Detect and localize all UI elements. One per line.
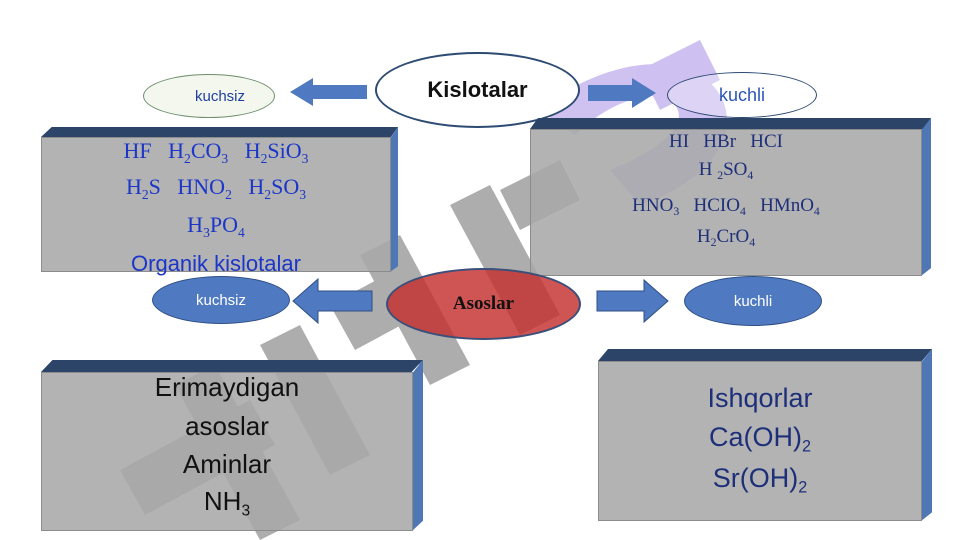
bases-weak-label: kuchsiz (195, 291, 247, 309)
strong-bases-line-2: Ca(OH)2 (708, 422, 811, 456)
arrow-right-mid-icon (596, 278, 669, 324)
strong-acids-line-1: HI HBr HCI (669, 131, 783, 152)
strong-bases-line-1: Ishqorlar (707, 383, 813, 413)
weak-bases-line-4: NH3 (203, 486, 251, 520)
asoslar-node: Asoslar (386, 268, 581, 340)
weak-acids-box (41, 127, 398, 272)
weak-acids-organic: Organik kislotalar (131, 251, 301, 276)
strong-bases-line-3: Sr(OH)2 (712, 463, 808, 497)
arrow-left-mid-icon (292, 277, 373, 325)
strong-acids-box-top (530, 118, 931, 129)
kislotalar-node: Kislotalar (375, 52, 580, 128)
strong-bases-box-top (598, 349, 932, 361)
bases-strong-label: kuchli (733, 292, 773, 310)
strong-bases-box (598, 349, 932, 521)
weak-acids-box-top (41, 127, 398, 137)
acids-weak-node: kuchsiz (143, 74, 275, 118)
weak-acids-line-2: H2S HNO2 H2SO3 (125, 174, 307, 202)
strong-bases-box-side (921, 349, 932, 521)
strong-acids-box (530, 118, 931, 276)
strong-acids-line-2: H 2SO4 (698, 159, 754, 183)
strong-acids-line-3: HNO3 HCIO4 HMnO4 (632, 195, 820, 219)
acids-strong-label: kuchli (718, 84, 766, 105)
weak-acids-box-front (41, 137, 391, 272)
kislotalar-label: Kislotalar (427, 77, 528, 102)
weak-acids-box-side (390, 127, 398, 272)
bases-weak-node: kuchsiz (152, 276, 290, 324)
weak-bases-line-2: asoslar (185, 411, 269, 441)
strong-bases-box-front (598, 361, 922, 521)
arrow-right-top-icon (588, 78, 656, 108)
asoslar-label: Asoslar (452, 293, 515, 314)
arrow-left-top-icon (290, 78, 367, 106)
weak-bases-box-side (412, 360, 423, 531)
acids-strong-node: kuchli (667, 72, 817, 118)
weak-bases-box (41, 360, 423, 531)
strong-acids-line-4: H2CrO4 (696, 226, 756, 250)
weak-acids-line-1: HF H2CO3 H2SiO3 (123, 138, 309, 166)
weak-acids-line-3: H3PO4 (187, 212, 245, 240)
weak-bases-box-front (41, 372, 413, 531)
weak-bases-box-top (41, 360, 423, 372)
weak-bases-line-1: Erimaydigan (154, 372, 300, 402)
strong-acids-box-side (921, 118, 931, 276)
acids-weak-label: kuchsiz (194, 87, 246, 105)
bases-strong-node: kuchli (684, 276, 822, 326)
strong-acids-box-front (530, 129, 922, 276)
weak-bases-line-3: Aminlar (182, 449, 272, 479)
